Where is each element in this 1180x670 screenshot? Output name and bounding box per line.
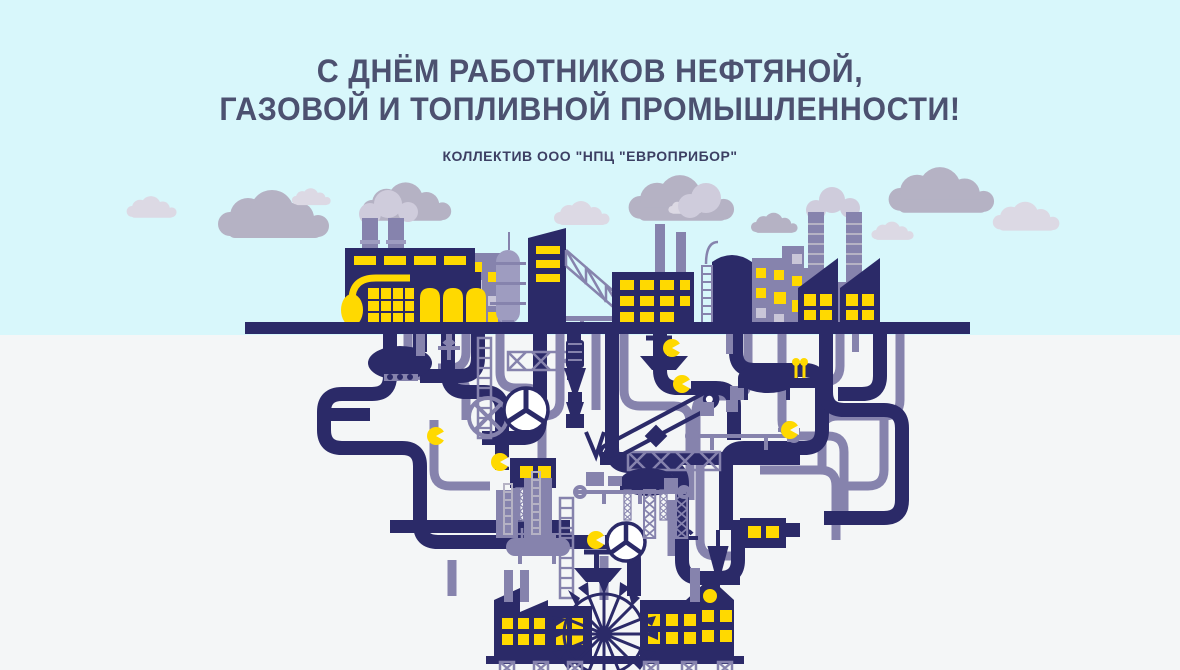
lamp-indicator [587, 531, 605, 549]
lamp-indicator [673, 375, 691, 393]
lamp-indicator-small [663, 339, 681, 357]
crusher-funnel [564, 340, 586, 428]
greeting-text-block: С ДНЁМ РАБОТНИКОВ НЕФТЯНОЙ, ГАЗОВОЙ И ТО… [0, 0, 1180, 164]
yellow-window-plant [612, 272, 694, 330]
sky-background [0, 0, 1180, 335]
twin-stack-plant-mid [655, 224, 686, 272]
greeting-subtitle: КОЛЛЕКТИВ ООО "НПЦ "ЕВРОПРИБОР" [442, 148, 738, 164]
skyline [341, 212, 880, 330]
lamp-indicator [491, 453, 509, 471]
conveyor-tower [528, 228, 628, 330]
storage-tank-lower-mid [620, 468, 676, 521]
platform-boxes [586, 400, 738, 490]
lamp-indicator [781, 421, 799, 439]
bottom-factory-right [640, 568, 734, 658]
underground-network [317, 326, 909, 670]
skyline-support-legs [416, 334, 859, 356]
grey-tower-lower-left [496, 471, 552, 538]
greeting-title-line-1: С ДНЁМ РАБОТНИКОВ НЕФТЯНОЙ, [316, 53, 864, 89]
storage-tank-mid-right [738, 358, 816, 400]
pressure-gauge-upper [502, 386, 550, 435]
control-box-right [740, 518, 786, 548]
refinery-tanks-left [341, 248, 486, 330]
lattice-bridge-mid [626, 450, 722, 472]
water-wheel [550, 580, 658, 670]
lamp-indicator [427, 427, 445, 445]
navy-silo-right [701, 240, 752, 330]
chimney-factory-right [798, 258, 880, 330]
greeting-title-line-2: ГАЗОВОЙ И ТОПЛИВНОЙ ПРОМЫШЛЕННОСТИ! [219, 91, 961, 127]
pressure-gauge-lower [605, 521, 647, 563]
ground-bar [245, 322, 970, 334]
valve-assembly-right [640, 326, 688, 370]
crane-hook-upper [584, 431, 606, 462]
